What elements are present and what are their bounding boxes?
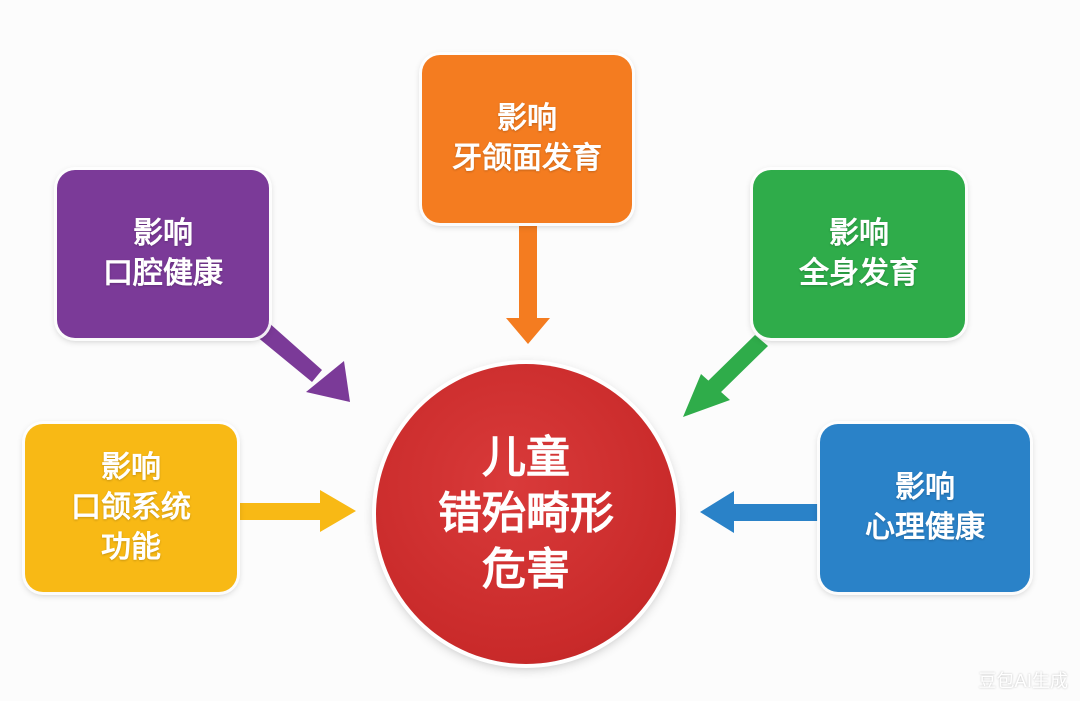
box-bottom-left-line-2: 口颌系统 — [71, 490, 191, 525]
box-left-line-1: 影响 — [133, 216, 193, 251]
arrow-left — [256, 322, 350, 402]
center-line-3: 危害 — [482, 544, 570, 595]
box-left-line-2: 口腔健康 — [103, 256, 223, 291]
box-bottom-left-line-1: 影响 — [101, 450, 161, 485]
box-bottom-right-line-2: 心理健康 — [865, 510, 985, 545]
center-line-2: 错殆畸形 — [438, 488, 614, 539]
box-bottom-right-mental-health: 影响 心理健康 — [820, 424, 1030, 592]
box-bottom-left-line-3: 功能 — [101, 530, 161, 565]
center-circle-malocclusion-harm: 儿童 错殆畸形 危害 — [376, 364, 676, 664]
center-line-1: 儿童 — [482, 432, 570, 483]
box-top-line-1: 影响 — [497, 101, 557, 136]
arrow-bottom-right — [700, 491, 818, 533]
watermark: 豆包AI生成 — [978, 671, 1068, 692]
box-right-body-development: 影响 全身发育 — [753, 170, 965, 338]
box-bottom-left-jaw-function: 影响 口颌系统 功能 — [25, 424, 237, 592]
box-top-line-2: 牙颌面发育 — [452, 141, 602, 176]
arrow-right — [683, 335, 768, 417]
box-left-oral-health: 影响 口腔健康 — [57, 170, 269, 338]
box-bottom-right-line-1: 影响 — [895, 470, 955, 505]
box-right-line-1: 影响 — [829, 216, 889, 251]
box-right-line-2: 全身发育 — [799, 256, 919, 291]
arrow-top — [506, 226, 550, 344]
arrow-bottom-left — [240, 490, 356, 532]
box-top-jaw-development: 影响 牙颌面发育 — [422, 55, 632, 223]
